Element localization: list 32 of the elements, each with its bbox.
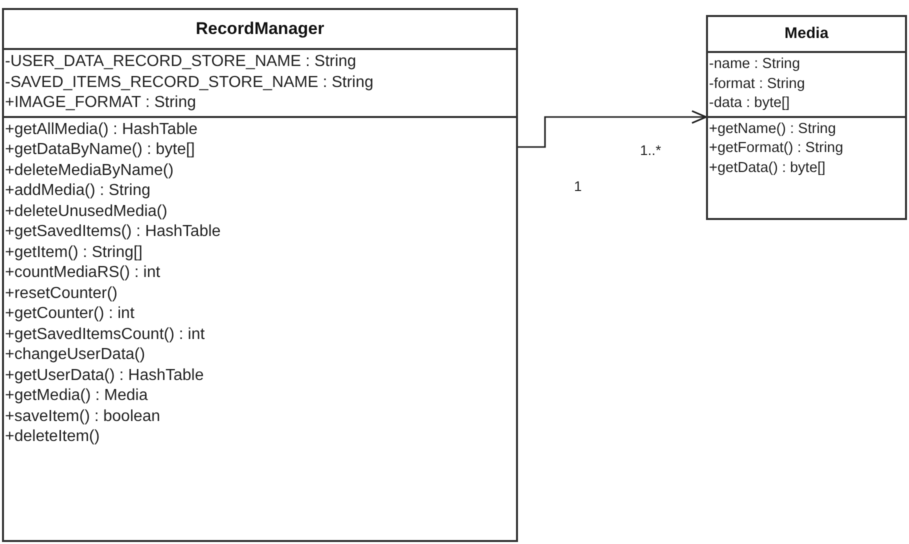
method: +getAllMedia() : HashTable xyxy=(4,120,199,140)
method: +getFormat() : String xyxy=(708,139,844,158)
attribute: -name : String xyxy=(708,55,802,74)
method: +saveItem() : boolean xyxy=(4,406,162,426)
class-box xyxy=(706,15,907,220)
attribute: -SAVED_ITEMS_RECORD_STORE_NAME : String xyxy=(4,72,374,92)
association-arrow xyxy=(518,110,707,148)
method: +deleteItem() xyxy=(4,427,101,447)
method: +getSavedItems() : HashTable xyxy=(4,222,222,242)
attribute: -data : byte[] xyxy=(708,94,791,113)
method: +deleteMediaByName() xyxy=(4,160,175,180)
class-box xyxy=(2,8,518,542)
method: +getName() : String xyxy=(708,120,837,138)
method: +addMedia() : String xyxy=(4,181,152,201)
method: +getSavedItemsCount() : int xyxy=(4,324,206,344)
method: +changeUserData() xyxy=(4,345,146,365)
multiplicity-label: 1 xyxy=(574,178,582,194)
class-name: Media xyxy=(708,17,905,53)
class-name: RecordManager xyxy=(4,10,516,50)
method: +getData() : byte[] xyxy=(708,158,826,178)
method: +getDataByName() : byte[] xyxy=(4,140,196,160)
method: +getMedia() : Media xyxy=(4,386,149,406)
method: +getUserData() : HashTable xyxy=(4,366,205,386)
method: +countMediaRS() : int xyxy=(4,263,162,283)
method: +deleteUnusedMedia() xyxy=(4,202,168,222)
method: +getItem() : String[] xyxy=(4,242,144,262)
multiplicity-label: 1..* xyxy=(640,142,662,158)
method: +getCounter() : int xyxy=(4,304,136,324)
attribute: -format : String xyxy=(708,74,806,94)
attribute: +IMAGE_FORMAT : String xyxy=(4,93,198,113)
attribute: -USER_DATA_RECORD_STORE_NAME : String xyxy=(4,52,358,72)
method: +resetCounter() xyxy=(4,284,118,304)
